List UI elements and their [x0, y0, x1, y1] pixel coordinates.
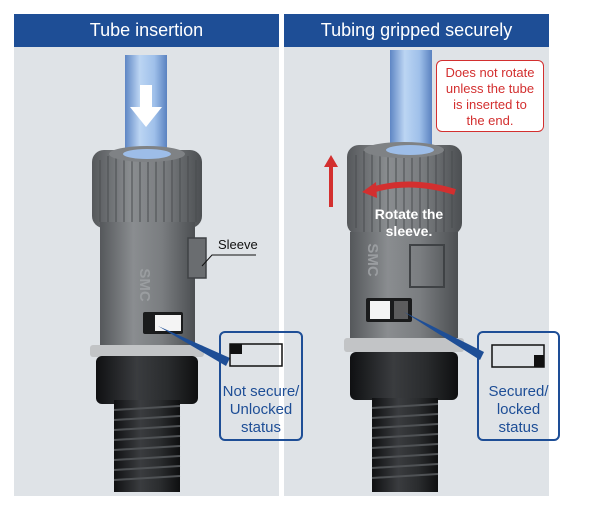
rotate-line-1: Rotate the [374, 206, 444, 222]
status-line-2: locked [496, 401, 541, 418]
left-fitting: SMC [90, 55, 256, 492]
sleeve-leader-line [201, 254, 256, 267]
sleeve-cap [92, 150, 202, 228]
sleeve-label: Sleeve [218, 237, 258, 252]
rotation-note: Does not rotate unless the tube is inser… [436, 60, 544, 132]
nut [96, 356, 198, 404]
unlocked-diagram [229, 343, 283, 367]
status-line-1: Secured/ [488, 383, 549, 400]
tube [390, 50, 432, 160]
note-line-1: Does not rotate [445, 65, 535, 80]
locked-status-callout: Secured/ locked status [477, 331, 560, 441]
rotate-arrow-icon [371, 181, 456, 195]
brand-logo: SMC [136, 268, 153, 302]
rotate-line-2: sleeve. [385, 223, 433, 239]
note-line-2: unless the tube [445, 81, 535, 96]
unlocked-status-callout: Not secure/ Unlocked status [219, 331, 303, 441]
status-line-1: Not secure/ [222, 383, 300, 400]
up-arrow-icon [324, 155, 338, 207]
locked-diagram [491, 344, 545, 368]
pointer-line-icon [404, 312, 484, 360]
panel-title: Tube insertion [14, 14, 279, 47]
status-line-2: Unlocked [229, 401, 293, 418]
right-fitting: SMC [324, 50, 484, 492]
nut [350, 352, 458, 400]
note-line-3: is inserted to [453, 97, 527, 112]
panel-title: Tubing gripped securely [284, 14, 549, 47]
rotate-label: Rotate the sleeve. [368, 206, 450, 240]
pointer-line-icon [158, 326, 230, 366]
brand-logo: SMC [364, 243, 381, 277]
down-arrow-icon [130, 85, 162, 127]
status-line-3: status [498, 419, 539, 436]
note-line-4: the end. [466, 113, 514, 128]
status-line-3: status [240, 419, 282, 436]
